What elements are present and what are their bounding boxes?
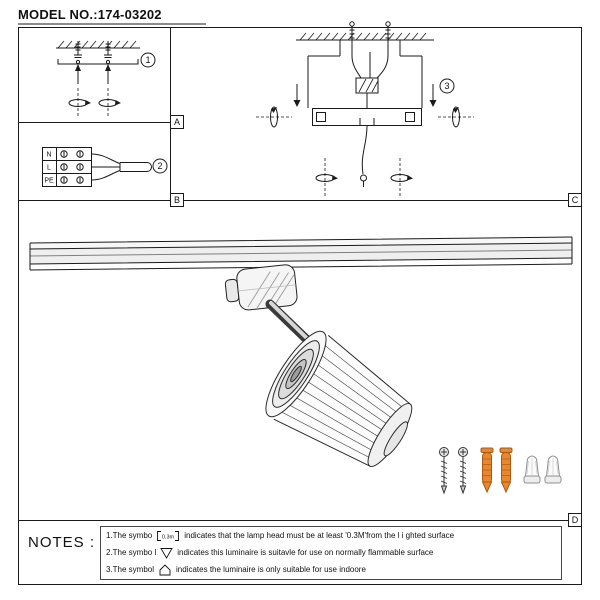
note-item: 1.The symbo 0.3m indicates that the lamp… [106, 527, 558, 544]
cable [119, 162, 152, 172]
section-label-b: B [170, 193, 184, 207]
step-number: 1 [145, 55, 150, 65]
step1-bracket-mount-diagram [56, 40, 140, 118]
section-letter: D [572, 515, 579, 525]
screw-right [104, 41, 112, 58]
note-text-post: indicates the luminaire is only suitable… [176, 565, 366, 574]
wires [91, 153, 121, 181]
ceiling-hatch [57, 40, 137, 49]
section-label-c: C [568, 193, 582, 207]
step-markers: 1 2 3 [140, 52, 455, 174]
spotlight-rear-cap [367, 402, 413, 468]
mount-bracket [57, 59, 139, 65]
wall-plug-icon [480, 447, 494, 494]
rotation-symbol [270, 106, 278, 128]
note-text-post: indicates this luminaire is suitavle for… [177, 548, 434, 557]
terminal-label-l: L [47, 165, 51, 172]
terminal-label-n: N [46, 152, 51, 159]
track-rail-illustration [29, 236, 573, 271]
spotlight-head-illustration [265, 330, 413, 468]
step-number: 2 [157, 161, 162, 171]
cable-cap-icon [523, 455, 541, 484]
hanger-rod-left [349, 26, 355, 56]
step-1-marker: 1 [140, 52, 156, 68]
rotation-symbol [452, 106, 460, 128]
step3-canopy-track-diagram [256, 21, 474, 198]
sheet-borders [18, 23, 582, 585]
mounting-hardware-icons [439, 447, 562, 495]
note-text-post: indicates that the lamp head must be at … [184, 531, 455, 540]
terminal-label-pe: PE [44, 178, 54, 185]
section-letter: A [174, 117, 180, 127]
cable-cap-icon [544, 455, 562, 484]
indoor-use-house-icon [159, 563, 171, 575]
ceiling-hatch [299, 32, 427, 41]
notes-list: 1.The symbo 0.3m indicates that the lamp… [106, 527, 558, 578]
section-label-a: A [170, 115, 184, 129]
section-letter: C [572, 195, 579, 205]
note-text-pre: 1.The symbo [106, 531, 153, 540]
hanger-rod-right [385, 26, 391, 56]
up-arrow [105, 64, 111, 71]
wall-plug-icon [499, 447, 513, 494]
hanging-wire [361, 125, 368, 175]
note-text-pre: 2.The symbo l [106, 548, 157, 557]
note-item: 3.The symbol indicates the luminaire is … [106, 561, 558, 578]
section-letter: B [174, 195, 180, 205]
screw-icon [439, 447, 449, 495]
step-3-marker: 3 [439, 78, 455, 94]
svg-text:0.3m: 0.3m [162, 534, 175, 540]
note-item: 2.The symbo l indicates this luminaire i… [106, 544, 558, 561]
up-arrow [75, 64, 81, 71]
canopy [307, 40, 423, 108]
screw-icon [458, 447, 468, 495]
section-labels: A B C D [170, 115, 582, 527]
screw-left [74, 41, 82, 58]
step2-wiring-terminal-diagram: N L PE [42, 147, 152, 187]
min-distance-symbol-icon: 0.3m [157, 530, 180, 541]
spotlight-ribs [279, 343, 407, 461]
note-text-pre: 3.The symbol [106, 565, 155, 574]
model-number: MODEL NO.:174-03202 [18, 7, 162, 22]
section-label-d: D [568, 513, 582, 527]
flammable-surface-triangle-icon [160, 547, 174, 559]
step-number: 3 [444, 81, 449, 91]
track-adapter-illustration [224, 264, 298, 311]
notes-heading: NOTES : [28, 534, 96, 551]
terminal-screws [60, 150, 84, 184]
step-2-marker: 2 [152, 158, 168, 174]
supply-wires [351, 52, 389, 79]
